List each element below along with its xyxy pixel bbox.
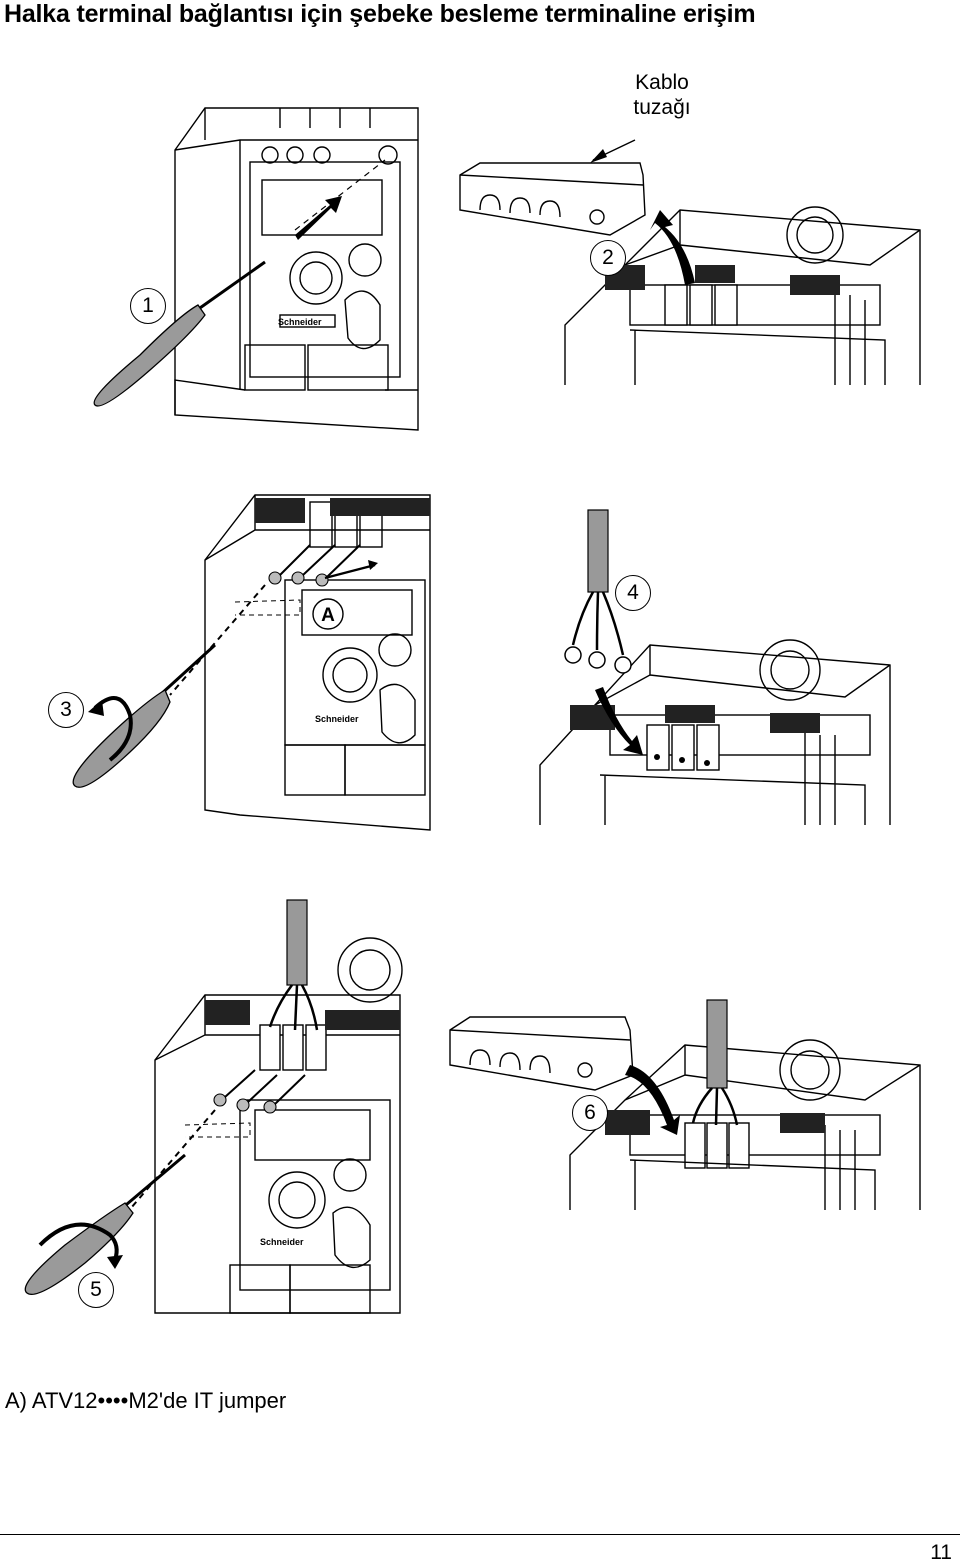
brand-label-3: Schneider <box>315 714 359 724</box>
illustration-step-6 <box>449 999 921 1210</box>
callout-line-1: Kablo <box>635 71 689 94</box>
illustration-step-1: Schneider <box>93 107 419 431</box>
footnote-it-jumper: A) ATV12••••M2'de IT jumper <box>5 1388 287 1413</box>
illustration-step-3: Schneider A <box>72 494 431 831</box>
step-number-6: 6 <box>572 1095 608 1131</box>
step-number-3: 3 <box>48 692 84 728</box>
step-number-4: 4 <box>615 575 651 611</box>
jumper-label-a: A <box>321 605 335 626</box>
page-title: Halka terminal bağlantısı için şebeke be… <box>4 0 756 28</box>
footer-rule <box>0 1534 960 1535</box>
callout-line-2: tuzağı <box>633 96 691 119</box>
illustration-step-4 <box>539 509 891 825</box>
illustration-step-5: Schneider <box>24 899 403 1314</box>
step-number-1: 1 <box>130 288 166 324</box>
brand-label-1: Schneider <box>278 317 322 327</box>
step-number-2: 2 <box>590 240 626 276</box>
step-number-5: 5 <box>78 1272 114 1308</box>
cable-trap-callout: Kablo tuzağı <box>622 70 702 120</box>
illustration-step-2 <box>459 139 921 385</box>
screwdriver-1 <box>93 260 266 407</box>
brand-label-5: Schneider <box>260 1237 304 1247</box>
page-number: 11 <box>930 1541 952 1564</box>
